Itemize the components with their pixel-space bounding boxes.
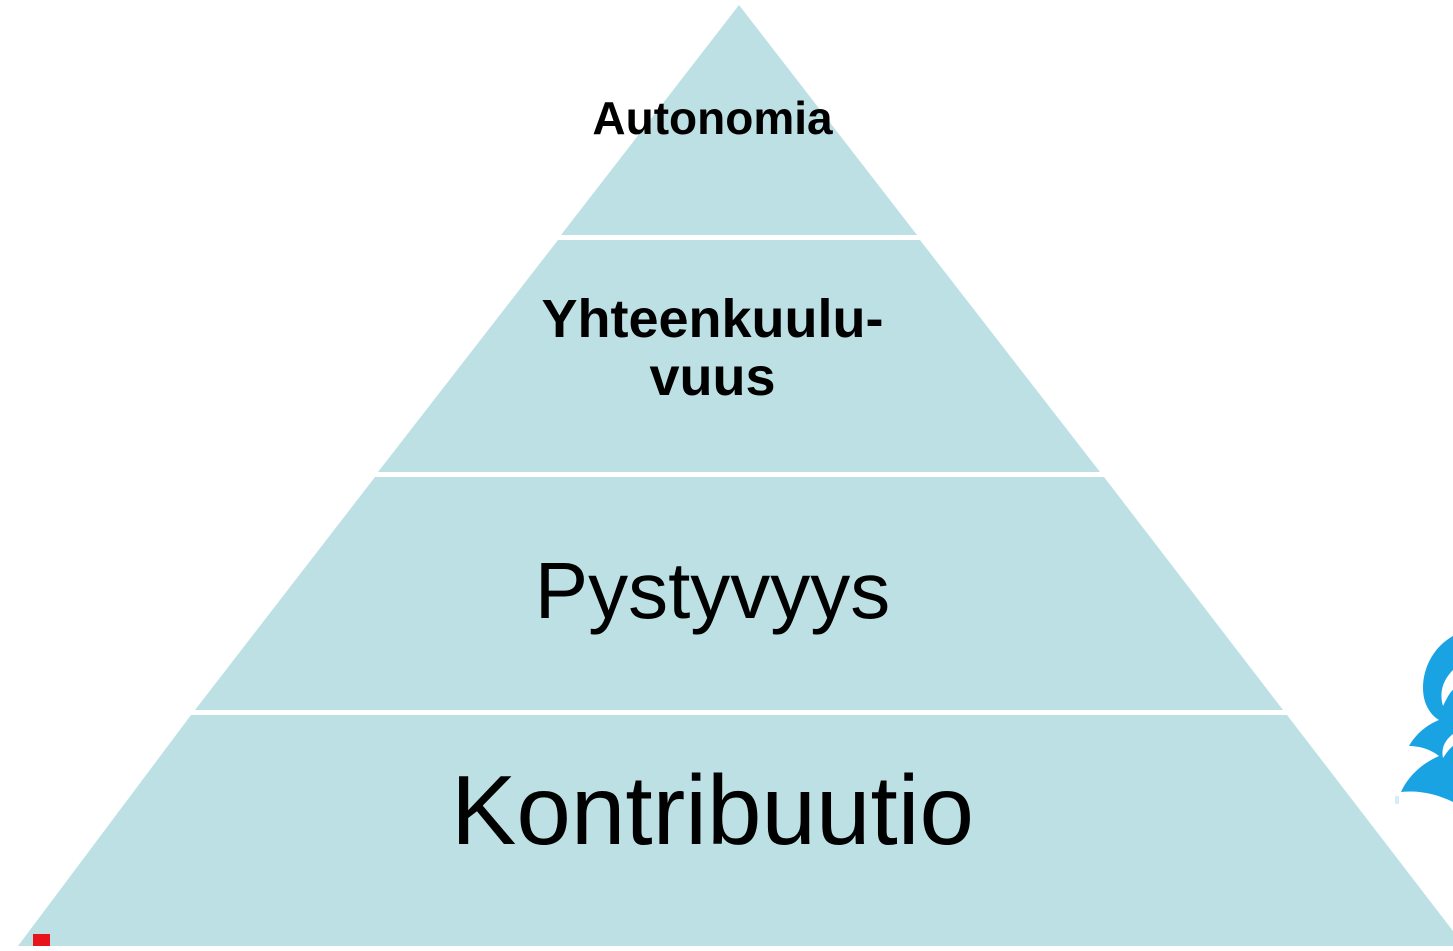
pyramid-level-1 [561,5,917,235]
level-label-yhteenkuuluvuus: Yhteenkuulu- vuus [541,289,884,407]
level-label-pystyvyys: Pystyvyys [534,546,891,635]
pyramid-level-2 [378,240,1100,472]
pyramid-level-4 [18,715,1453,946]
level-label-autonomia: Autonomia [592,92,833,144]
blue-leaf-logo-icon [1395,636,1453,804]
pyramid-level-3 [195,477,1283,710]
red-corner-mark [33,934,50,946]
level-label-kontribuutio: Kontribuutio [450,755,975,865]
